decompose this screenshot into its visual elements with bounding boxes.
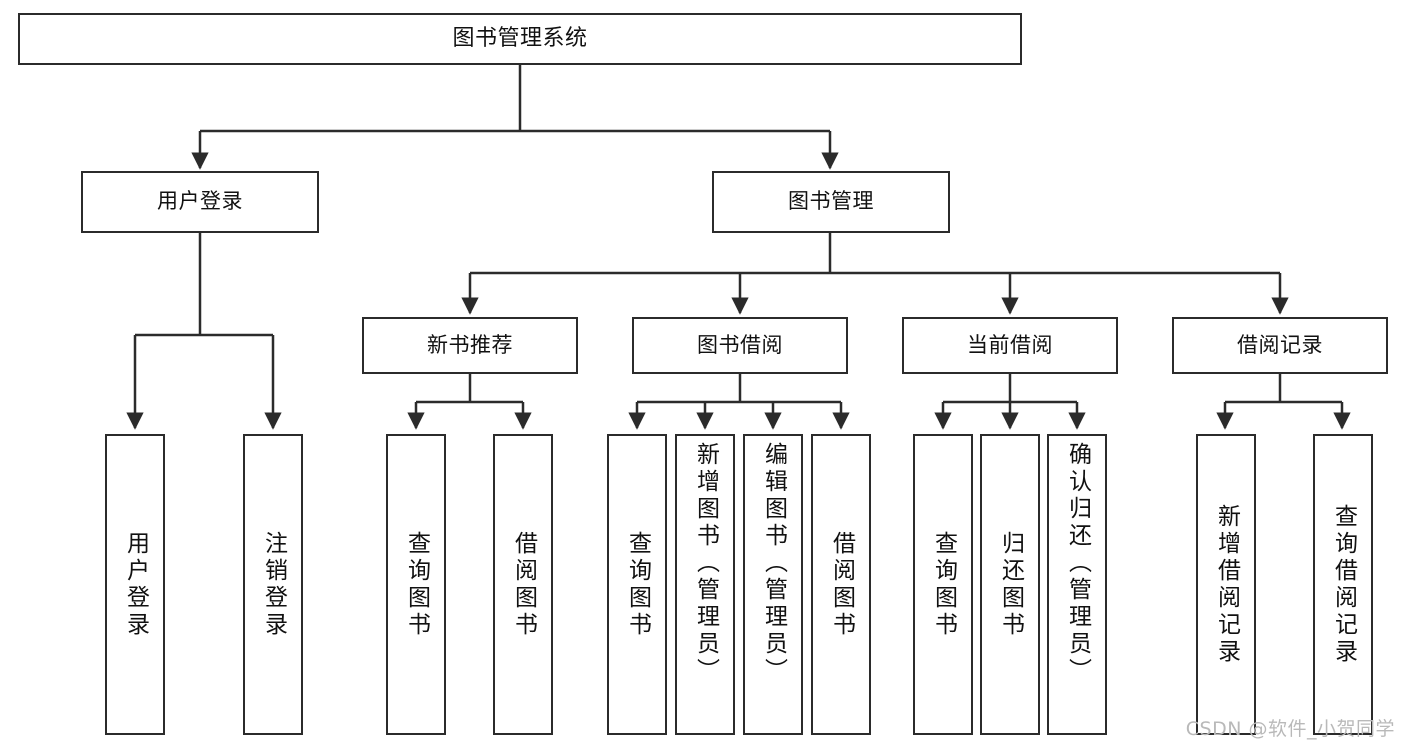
node-book-borrow-label: 图书借阅 xyxy=(697,332,783,357)
node-leaf-confirm-return-label: 确认归还（管理员） xyxy=(1064,442,1091,685)
node-current-borrow-label: 当前借阅 xyxy=(967,332,1053,357)
node-leaf-borrow-book-1[interactable]: 借阅图书 xyxy=(493,434,553,735)
node-leaf-add-book[interactable]: 新增图书（管理员） xyxy=(675,434,735,735)
node-leaf-borrow-book-1-label: 借阅图书 xyxy=(510,530,537,639)
node-leaf-logout-label: 注销登录 xyxy=(260,530,287,639)
node-book-manage[interactable]: 图书管理 xyxy=(712,171,950,233)
node-leaf-edit-book-label: 编辑图书（管理员） xyxy=(760,442,787,685)
node-root[interactable]: 图书管理系统 xyxy=(18,13,1022,65)
node-leaf-add-record[interactable]: 新增借阅记录 xyxy=(1196,434,1256,735)
node-leaf-query-record[interactable]: 查询借阅记录 xyxy=(1313,434,1373,735)
node-leaf-query-record-label: 查询借阅记录 xyxy=(1330,503,1357,666)
node-leaf-query-book-3[interactable]: 查询图书 xyxy=(913,434,973,735)
node-leaf-borrow-book-2[interactable]: 借阅图书 xyxy=(811,434,871,735)
node-leaf-logout[interactable]: 注销登录 xyxy=(243,434,303,735)
node-leaf-query-book-1[interactable]: 查询图书 xyxy=(386,434,446,735)
node-leaf-query-book-3-label: 查询图书 xyxy=(930,530,957,639)
node-borrow-record-label: 借阅记录 xyxy=(1237,332,1323,357)
node-leaf-query-book-2[interactable]: 查询图书 xyxy=(607,434,667,735)
node-root-label: 图书管理系统 xyxy=(452,25,588,51)
node-leaf-user-login-label: 用户登录 xyxy=(122,530,149,639)
node-leaf-borrow-book-2-label: 借阅图书 xyxy=(828,530,855,639)
node-user-login[interactable]: 用户登录 xyxy=(81,171,319,233)
node-leaf-return-book-label: 归还图书 xyxy=(997,530,1024,639)
node-user-login-label: 用户登录 xyxy=(157,189,243,214)
node-leaf-edit-book[interactable]: 编辑图书（管理员） xyxy=(743,434,803,735)
node-new-book-rec-label: 新书推荐 xyxy=(427,332,513,357)
node-borrow-record[interactable]: 借阅记录 xyxy=(1172,317,1388,374)
node-leaf-add-record-label: 新增借阅记录 xyxy=(1213,503,1240,666)
node-leaf-query-book-1-label: 查询图书 xyxy=(403,530,430,639)
node-new-book-rec[interactable]: 新书推荐 xyxy=(362,317,578,374)
node-book-borrow[interactable]: 图书借阅 xyxy=(632,317,848,374)
node-leaf-return-book[interactable]: 归还图书 xyxy=(980,434,1040,735)
node-current-borrow[interactable]: 当前借阅 xyxy=(902,317,1118,374)
node-leaf-confirm-return[interactable]: 确认归还（管理员） xyxy=(1047,434,1107,735)
node-leaf-query-book-2-label: 查询图书 xyxy=(624,530,651,639)
node-leaf-user-login[interactable]: 用户登录 xyxy=(105,434,165,735)
node-leaf-add-book-label: 新增图书（管理员） xyxy=(692,442,719,685)
node-book-manage-label: 图书管理 xyxy=(788,189,874,214)
